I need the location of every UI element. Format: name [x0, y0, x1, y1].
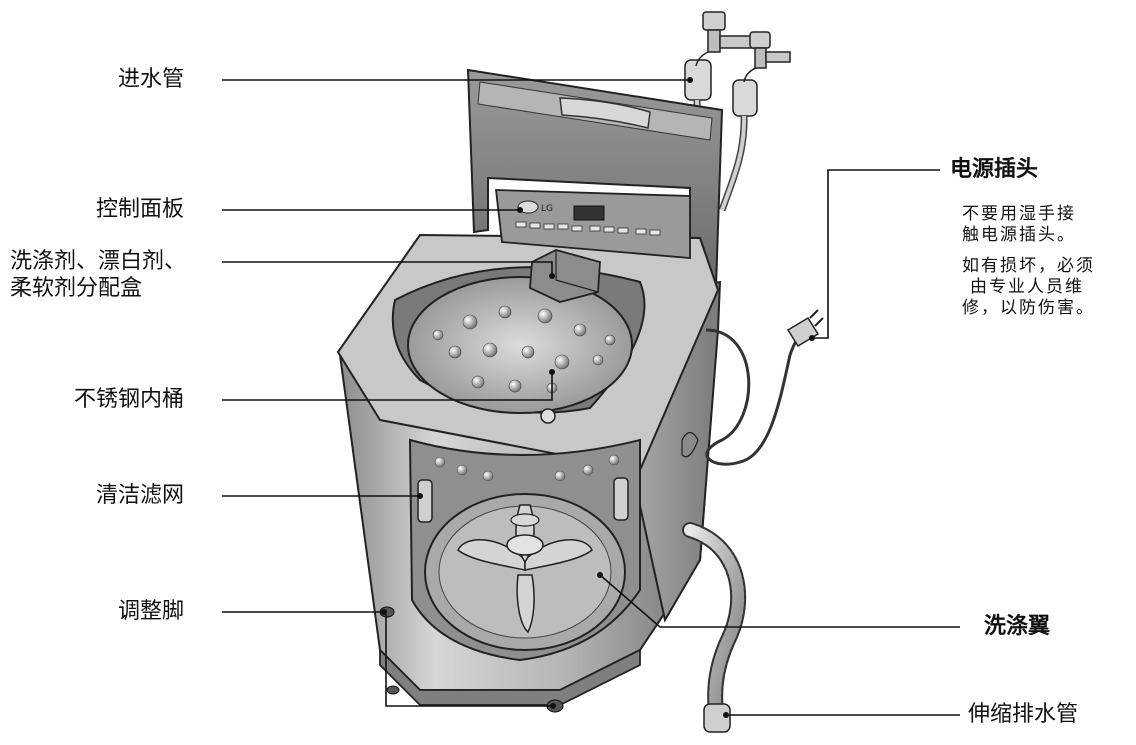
- label-lint-filter: 清洁滤网: [96, 483, 184, 509]
- lint-filter-left: [418, 480, 432, 522]
- label-leveling-feet: 调整脚: [118, 599, 184, 625]
- label-dispenser-line2: 柔软剂分配盒: [10, 276, 142, 302]
- tub-center-knob: [541, 409, 555, 423]
- plug-warning-line5: 修，以防伤害。: [962, 298, 1095, 319]
- display-window: [574, 206, 604, 220]
- power-plug: [788, 310, 823, 346]
- brand-logo: LG: [541, 204, 553, 214]
- label-stainless-tub: 不锈钢内桶: [74, 387, 184, 413]
- stainless-tub: [408, 277, 632, 413]
- plug-warning-line3: 如有损坏，必须: [962, 256, 1095, 277]
- label-control-panel: 控制面板: [96, 197, 184, 223]
- label-inlet-hose: 进水管: [118, 67, 184, 93]
- power-cord: [706, 330, 805, 464]
- plug-warning-line1: 不要用湿手接: [962, 204, 1076, 225]
- drain-hose-end: [704, 704, 730, 732]
- label-pulsator: 洗涤翼: [984, 614, 1050, 640]
- label-dispenser-line1: 洗涤剂、漂白剂、: [10, 249, 186, 275]
- leader-plug: [812, 170, 940, 338]
- plug-warning-line2: 触电源插头。: [962, 225, 1076, 246]
- plug-warning-line4: 由专业人员维: [970, 277, 1084, 298]
- label-power-plug: 电源插头: [950, 157, 1038, 183]
- label-drain-hose: 伸缩排水管: [968, 702, 1078, 728]
- lint-filter-right: [614, 478, 628, 520]
